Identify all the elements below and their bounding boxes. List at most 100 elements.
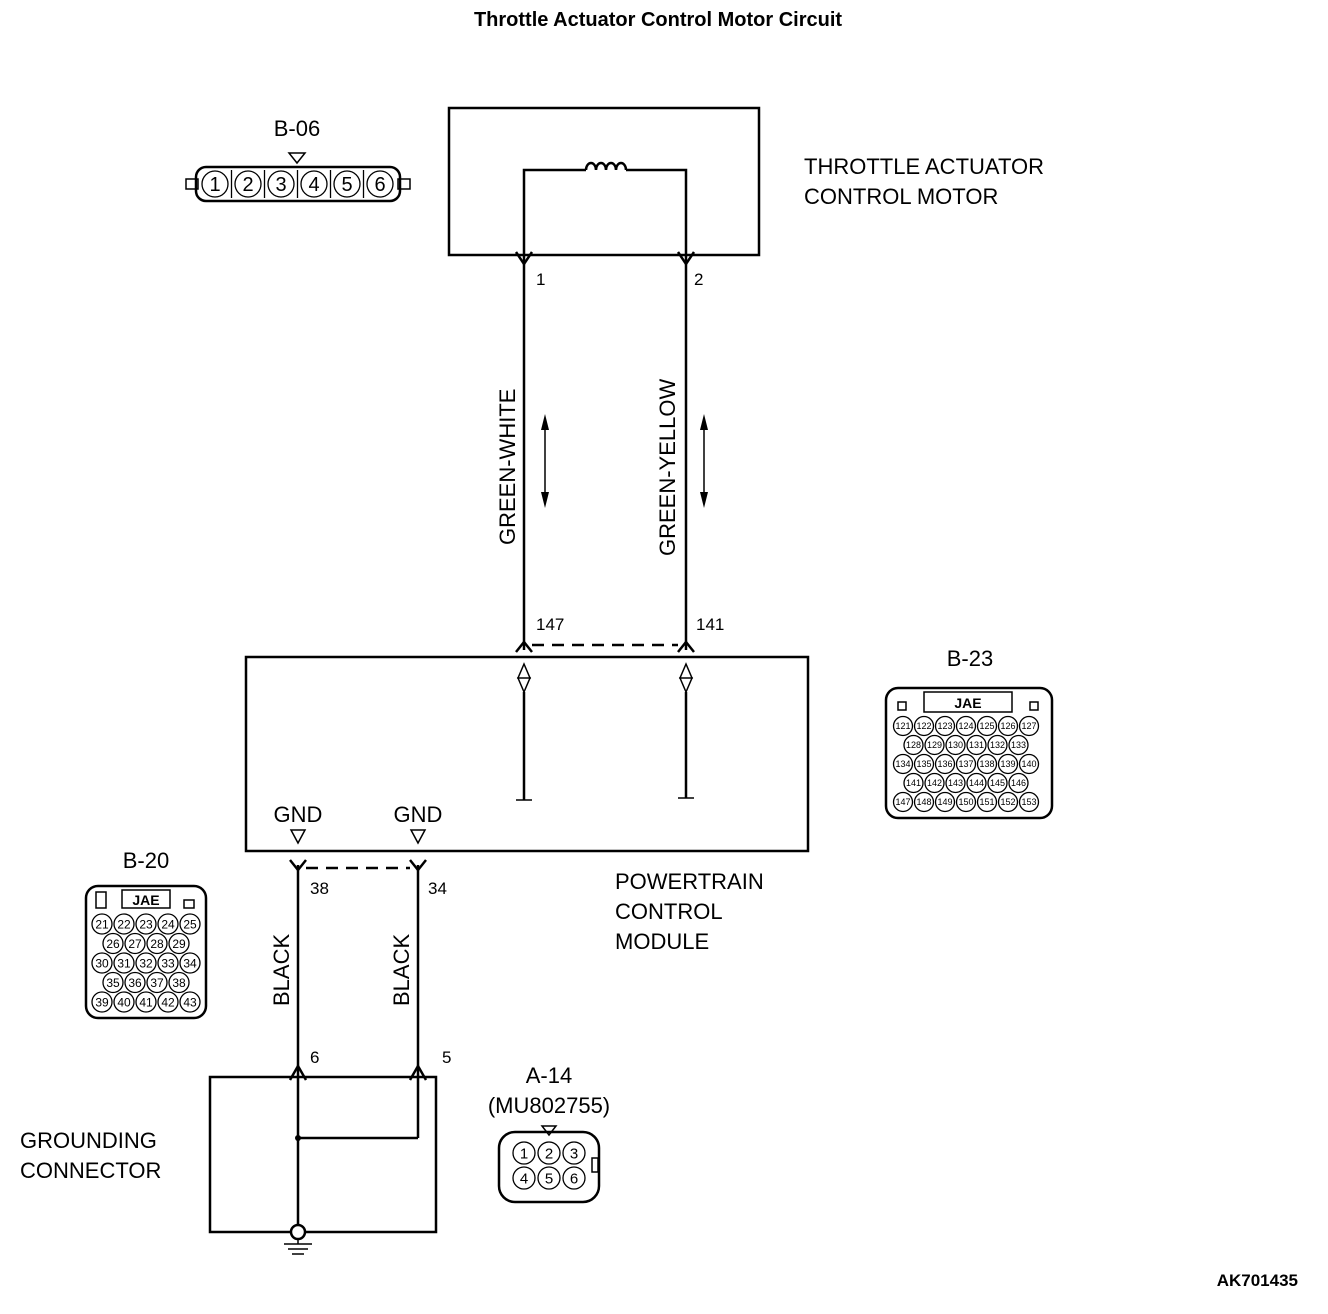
b23-pin-138-circle	[976, 753, 998, 775]
a14-pin-4: 4	[520, 1170, 528, 1187]
b23-pin-137: 137	[958, 759, 973, 769]
motor-coil-icon	[584, 161, 628, 171]
a14-pin-3-circle	[562, 1141, 586, 1165]
connector-b20-brand: JAE	[132, 892, 159, 908]
b23-pin-141: 141	[906, 778, 921, 788]
b23-pin-140: 140	[1021, 759, 1036, 769]
connector-b06-id: B-06	[274, 116, 320, 141]
b23-pin-130-circle	[945, 734, 966, 756]
b23-pin-147: 147	[895, 797, 910, 807]
b23-pin-123: 123	[937, 721, 952, 731]
pin-2-label: 2	[694, 270, 703, 289]
pin-6-label: 6	[310, 1048, 319, 1067]
b06-pin-1-circle	[201, 170, 229, 198]
b23-pin-134-circle	[892, 753, 914, 775]
b20-pin-34-circle	[179, 952, 201, 974]
a14-pin-6-circle	[562, 1166, 586, 1190]
a14-pin-6: 6	[570, 1170, 578, 1187]
pin-34-label: 34	[428, 879, 447, 898]
b06-pin-1: 1	[209, 174, 220, 196]
b20-pin-38-circle	[168, 971, 190, 994]
pcm-label-1: POWERTRAIN	[615, 869, 764, 894]
connector-a14-id: A-14	[526, 1063, 572, 1088]
b20-pin-35-circle	[102, 971, 124, 994]
b20-pin-36-circle	[124, 971, 146, 994]
b23-pin-152: 152	[1000, 797, 1015, 807]
b06-pin-5: 5	[341, 174, 352, 196]
connector-a14-part: (MU802755)	[488, 1093, 610, 1118]
wire-black-2-label: BLACK	[389, 934, 414, 1006]
b23-pin-121: 121	[895, 721, 910, 731]
b23-pin-141-circle	[903, 772, 924, 794]
b20-pin-24: 24	[161, 917, 175, 931]
b20-pin-32: 32	[139, 956, 153, 970]
b23-pin-122-circle	[913, 715, 935, 737]
diagram-title: Throttle Actuator Control Motor Circuit	[474, 9, 842, 31]
b20-pin-26-circle	[102, 932, 124, 955]
powertrain-control-module: GND GND	[244, 655, 810, 853]
b20-pin-32-circle	[135, 952, 157, 974]
b23-pin-146: 146	[1011, 778, 1026, 788]
b20-pin-42-circle	[157, 991, 179, 1013]
b20-pin-25-circle	[179, 913, 201, 935]
b23-pin-131-circle	[966, 734, 987, 756]
figure-id: AK701435	[1217, 1271, 1298, 1290]
b06-pin-6: 6	[374, 174, 385, 196]
b23-pin-136: 136	[937, 759, 952, 769]
ground-point-icon	[289, 1223, 307, 1241]
b23-pin-125-circle	[976, 715, 998, 737]
b20-pin-43: 43	[183, 995, 197, 1009]
b20-pin-28-circle	[146, 932, 168, 955]
b23-pin-148: 148	[916, 797, 931, 807]
b23-pin-129-circle	[924, 734, 945, 756]
wire-black-1-label: BLACK	[269, 934, 294, 1006]
connector-b23-brand: JAE	[954, 695, 981, 711]
b20-pin-23: 23	[139, 917, 153, 931]
b20-pin-39: 39	[95, 995, 109, 1009]
b23-pin-129: 129	[927, 740, 942, 750]
ground-label-1: GROUNDING	[20, 1128, 157, 1153]
b20-pin-31: 31	[117, 956, 131, 970]
b20-pin-24-circle	[157, 913, 179, 935]
b23-pin-126-circle	[997, 715, 1019, 737]
b23-pin-135-circle	[913, 753, 935, 775]
b06-pin-5-circle	[333, 170, 361, 198]
b23-pin-145: 145	[990, 778, 1005, 788]
b23-pin-127: 127	[1021, 721, 1036, 731]
b20-pin-39-circle	[91, 991, 113, 1013]
b23-pin-147-circle	[892, 791, 914, 813]
b23-pin-152-circle	[997, 791, 1019, 813]
key-marker-icon	[287, 152, 307, 165]
b23-pin-132: 132	[990, 740, 1005, 750]
b23-pin-142-circle	[924, 772, 945, 794]
b06-pin-3: 3	[275, 174, 286, 196]
pin-5-label: 5	[442, 1048, 451, 1067]
b23-pin-138: 138	[979, 759, 994, 769]
wire-green-white-label: GREEN-WHITE	[495, 389, 520, 545]
a14-pin-3: 3	[570, 1145, 578, 1162]
b23-pin-148-circle	[913, 791, 935, 813]
gnd-right-icon	[409, 829, 427, 845]
b23-pin-130: 130	[948, 740, 963, 750]
b23-pin-121-circle	[892, 715, 914, 737]
ground-symbol-icon	[284, 1239, 312, 1255]
b20-pin-41: 41	[139, 995, 153, 1009]
b20-pin-29-circle	[168, 932, 190, 955]
a14-pin-5-circle	[537, 1166, 561, 1190]
b23-pin-124-circle	[955, 715, 977, 737]
b23-pin-149: 149	[937, 797, 952, 807]
b23-pin-131: 131	[969, 740, 984, 750]
b23-pin-133: 133	[1011, 740, 1026, 750]
b06-pin-2-circle	[234, 170, 262, 198]
b20-pin-35: 35	[106, 976, 120, 990]
b23-pin-123-circle	[934, 715, 956, 737]
b23-pin-153-circle	[1018, 791, 1040, 813]
b23-pin-133-circle	[1008, 734, 1029, 756]
b23-pin-145-circle	[987, 772, 1008, 794]
b23-pin-151-circle	[976, 791, 998, 813]
a14-pin-2: 2	[545, 1145, 553, 1162]
b06-pin-6-circle	[366, 170, 394, 198]
